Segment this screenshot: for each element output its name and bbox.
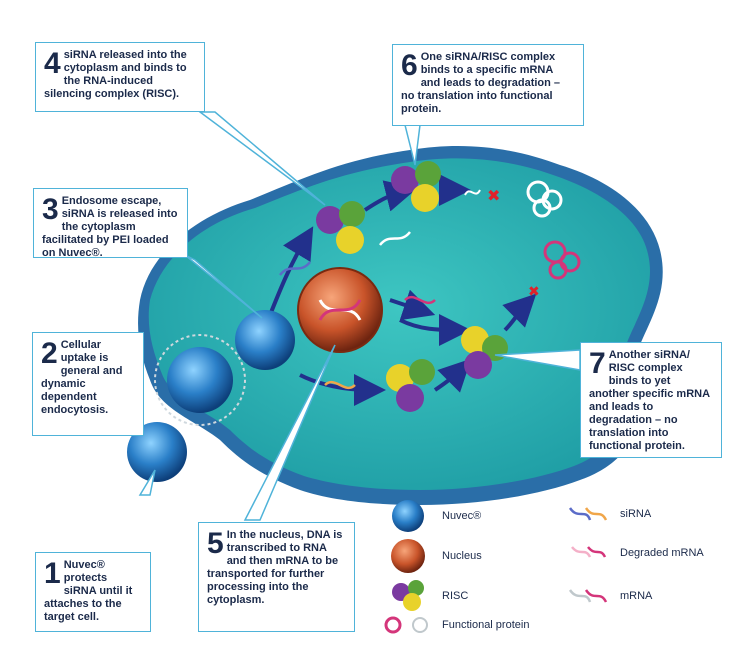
step-3-number: 3 (42, 193, 59, 226)
step-3-text: Endosome escape, siRNA is released into … (42, 195, 178, 259)
step-4-number: 4 (44, 47, 61, 80)
step-6-number: 6 (401, 49, 418, 82)
legend-functional-protein-icon (384, 616, 428, 634)
step-4-text: siRNA released into the cytoplasm and bi… (44, 49, 187, 100)
callout-pointers (138, 111, 581, 521)
cell-cytoplasm (148, 158, 650, 490)
legend-degraded-mrna-label: Degraded mRNA (620, 547, 704, 559)
legend-nucleus-label: Nucleus (442, 550, 482, 562)
step-7-text: Another siRNA/ RISC complex binds to yet… (589, 349, 710, 452)
callout-step-5: 5 In the nucleus, DNA is transcribed to … (198, 522, 355, 632)
legend-degraded-mrna-icon (571, 546, 607, 558)
risc-complex-free (386, 359, 435, 412)
nuvec-outside-2 (154, 334, 246, 426)
callout-step-4: 4 siRNA released into the cytoplasm and … (35, 42, 205, 112)
degraded-mrna-step6 (464, 189, 481, 196)
step-5-number: 5 (207, 527, 224, 560)
nucleus-icon (297, 267, 383, 353)
step-2-number: 2 (41, 337, 58, 370)
legend-functional-protein-label: Functional protein (442, 619, 530, 631)
nuvec-endosome (235, 310, 295, 370)
legend-nuvec-icon (392, 500, 424, 532)
legend-risc-icon (392, 580, 424, 611)
legend-nucleus-icon (391, 539, 425, 573)
callout-step-7: 7 Another siRNA/ RISC complex binds to y… (580, 342, 722, 458)
risc-complex-step4 (316, 201, 365, 254)
risc-complex-step6 (391, 161, 441, 212)
legend-mrna-label: mRNA (620, 590, 653, 602)
step-7-number: 7 (589, 347, 606, 380)
step-2-text: Cellular uptake is general and dynamic d… (41, 339, 123, 416)
step-5-text: In the nucleus, DNA is transcribed to RN… (207, 529, 343, 606)
legend-risc-label: RISC (442, 590, 469, 602)
step-1-number: 1 (44, 557, 61, 590)
legend-sirna-label: siRNA (620, 508, 652, 520)
callout-step-6: 6 One siRNA/RISC complex binds to a spec… (392, 44, 584, 126)
functional-protein-white (526, 180, 563, 218)
callout-step-1: 1 Nuvec® protects siRNA until it attache… (35, 552, 151, 632)
callout-step-2: 2 Cellular uptake is general and dynamic… (32, 332, 144, 436)
functional-protein-pink (543, 240, 581, 280)
nuvec-outside-1 (127, 422, 187, 482)
callout-step-3: 3 Endosome escape, siRNA is released int… (33, 188, 188, 259)
legend-sirna-icon (568, 507, 608, 521)
degradation-x-icon: ✖ (487, 186, 500, 205)
degradation-x-icon-2: ✖ (528, 284, 540, 300)
legend-nuvec-label: Nuvec® (442, 510, 482, 522)
step-6-text: One siRNA/RISC complex binds to a specif… (401, 51, 561, 115)
step-1-text: Nuvec® protects siRNA until it attaches … (44, 559, 133, 623)
pathway-arrows (268, 174, 537, 406)
legend-mrna-icon (568, 589, 608, 603)
sirna-strands (279, 231, 436, 390)
